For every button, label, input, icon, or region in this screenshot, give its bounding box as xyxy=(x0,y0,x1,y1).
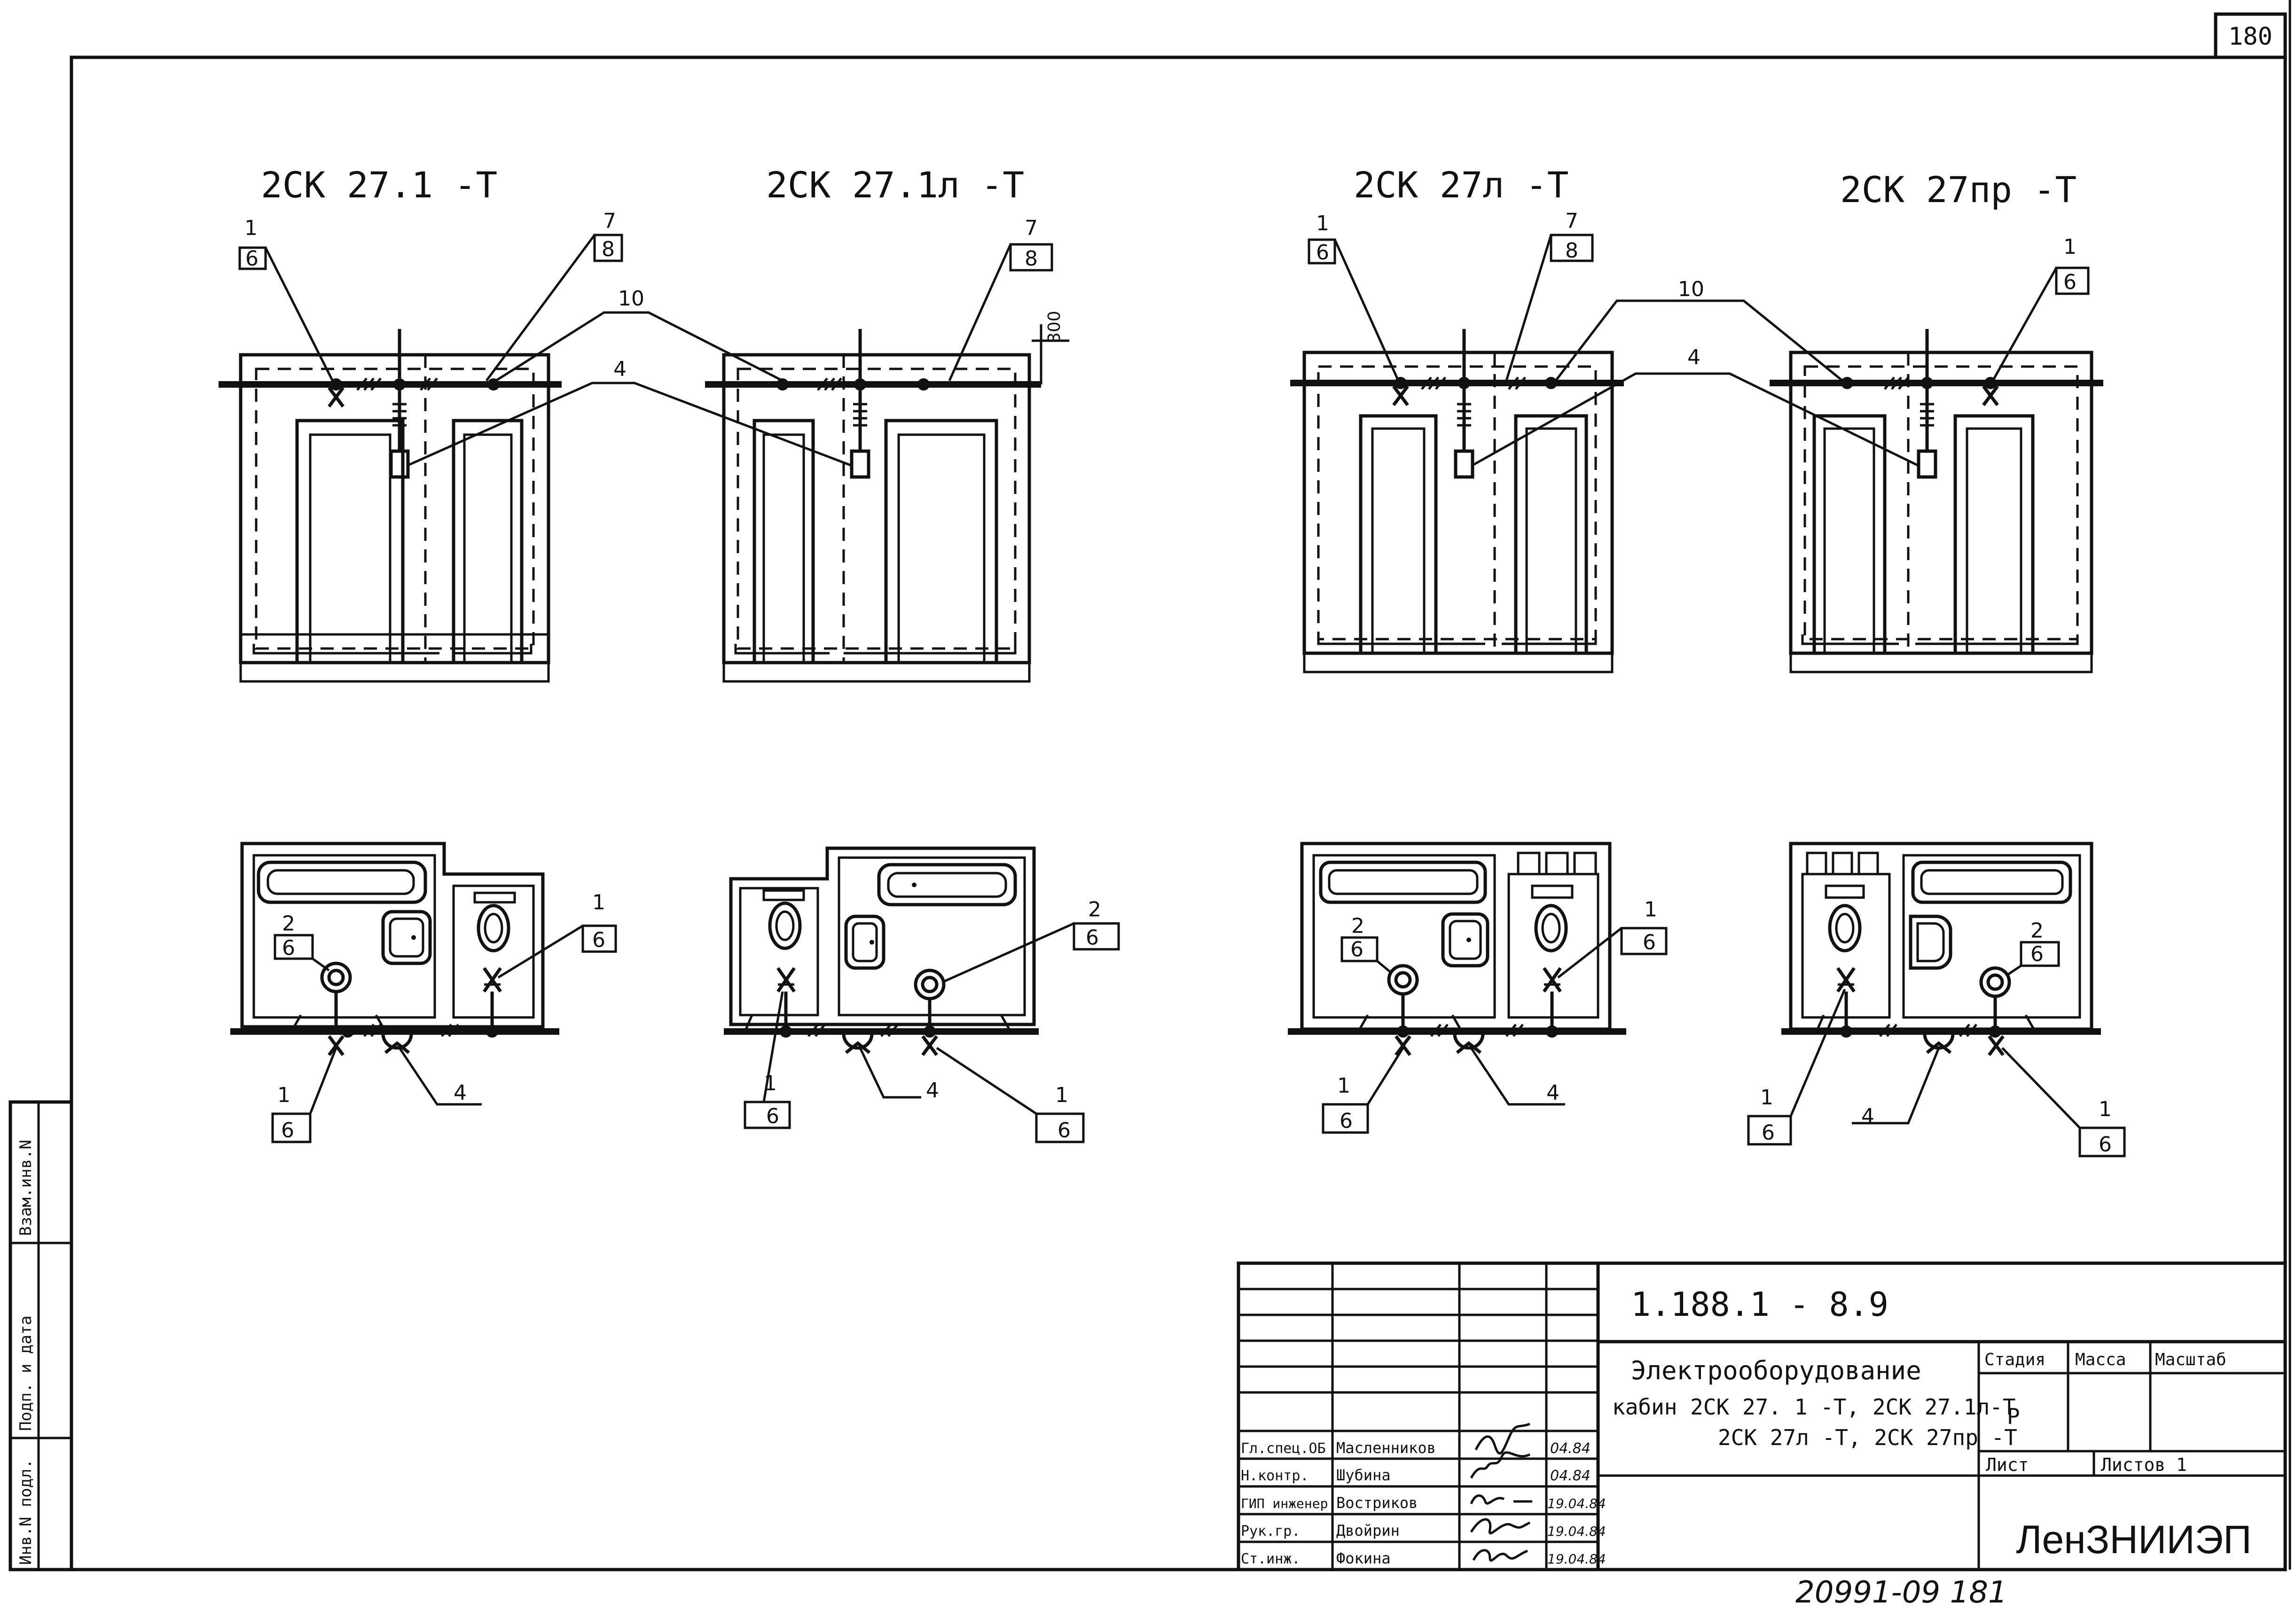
callout-num: 1 xyxy=(1644,898,1657,922)
elevation-title: 2СК 27л -Т xyxy=(1354,164,1569,206)
document-code: 1.188.1 - 8.9 xyxy=(1631,1285,1889,1324)
elevation-1: 2СК 27.1 -Т 1 6 7 8 xyxy=(219,164,623,683)
stage-value: Р xyxy=(2007,1404,2020,1429)
staff-name: Востриков xyxy=(1336,1494,1418,1512)
plan-2: 2 6 1 6 4 1 6 xyxy=(724,846,1120,1143)
callout-num: 1 xyxy=(1337,1074,1350,1098)
elevation-title: 2СК 27пр -Т xyxy=(1840,169,2077,211)
callout-den: 6 xyxy=(282,936,295,960)
callout-num: 1 xyxy=(592,891,605,914)
callout-den: 6 xyxy=(1350,938,1363,961)
sheet-number: 180 xyxy=(2228,23,2272,51)
callout-num: 7 xyxy=(1025,216,1038,240)
staff-date: 19.04.84 xyxy=(1547,1524,1606,1539)
callout-label-4: 4 xyxy=(613,357,627,381)
staff-date: 19.04.84 xyxy=(1547,1496,1606,1511)
callout-num: 1 xyxy=(1055,1083,1068,1107)
callout-label-4: 4 xyxy=(926,1079,939,1102)
callout-den: 6 xyxy=(592,928,605,952)
binding-strip: Инв.N подл. Подп. и дата Взам.инв.N xyxy=(8,1100,73,1571)
col-header-scale: Масштаб xyxy=(2155,1350,2226,1369)
callout-den: 6 xyxy=(281,1118,294,1142)
callout-label-4: 4 xyxy=(1861,1104,1874,1128)
callout-num: 1 xyxy=(1760,1086,1773,1110)
callout-10-right: 10 xyxy=(1555,277,1843,382)
callout-label-4: 4 xyxy=(1687,345,1700,369)
plan-4: 2 6 1 6 4 1 6 xyxy=(1747,842,2126,1157)
callout-10-left: 10 xyxy=(495,287,784,382)
elevation-3: 2СК 27л -Т 1 6 7 8 xyxy=(1290,164,1624,673)
title-line-2: кабин 2СК 27. 1 -Т, 2СК 27.1л-Т xyxy=(1612,1394,2016,1420)
callout-den: 6 xyxy=(2030,942,2044,966)
callout-den: 8 xyxy=(1025,247,1038,271)
drawing-frame xyxy=(70,55,2287,1571)
callout-den: 6 xyxy=(1340,1109,1353,1133)
staff-role: Рук.гр. xyxy=(1241,1523,1300,1540)
strip-cell-inv: Инв.N подл. xyxy=(16,1459,35,1565)
callout-den: 6 xyxy=(1086,926,1099,950)
title-line-1: Электрооборудование xyxy=(1631,1356,1921,1385)
staff-role: Н.контр. xyxy=(1241,1468,1309,1484)
sheet-label: Лист xyxy=(1986,1454,2029,1475)
staff-date: 04.84 xyxy=(1550,1468,1591,1484)
callout-den: 6 xyxy=(766,1104,779,1128)
col-header-stage: Стадия xyxy=(1984,1350,2045,1369)
organization: ЛенЗНИИЭП xyxy=(2016,1517,2251,1562)
callout-den: 6 xyxy=(1643,930,1656,954)
callout-den: 6 xyxy=(1058,1118,1071,1142)
staff-role: ГИП инженер xyxy=(1241,1496,1328,1511)
callout-den: 6 xyxy=(1762,1121,1775,1145)
plan-3: 2 6 1 6 1 6 4 xyxy=(1288,842,1668,1134)
elevation-title: 2СК 27.1л -Т xyxy=(766,164,1024,206)
callout-num: 1 xyxy=(2063,235,2077,259)
strip-cell-swap: Взам.инв.N xyxy=(16,1140,35,1236)
callout-den: 6 xyxy=(2099,1133,2112,1157)
title-block: 1.188.1 - 8.9 Электрооборудование кабин … xyxy=(1237,1261,2287,1571)
staff-name: Шубина xyxy=(1336,1466,1391,1484)
callout-num: 1 xyxy=(277,1083,290,1107)
callout-num: 7 xyxy=(1565,209,1578,233)
callout-num: 2 xyxy=(1351,914,1364,938)
plan-1: 2 6 1 6 1 6 4 xyxy=(230,842,617,1143)
callout-den: 6 xyxy=(2063,270,2077,294)
sheet-number-box: 180 xyxy=(2214,12,2287,59)
sheets-label: Листов 1 xyxy=(2101,1454,2187,1475)
col-header-mass: Масса xyxy=(2075,1350,2126,1369)
staff-date: 19.04.84 xyxy=(1547,1551,1606,1567)
elevation-4: 2СК 27пр -Т 1 6 xyxy=(1770,169,2103,673)
callout-den: 8 xyxy=(602,237,615,261)
elevation-title: 2СК 27.1 -Т xyxy=(261,164,497,206)
callout-label-4: 4 xyxy=(1546,1081,1559,1105)
staff-role: Гл.спец.ОБ xyxy=(1241,1440,1326,1457)
callout-label-10: 10 xyxy=(1678,277,1704,301)
callout-num: 7 xyxy=(603,209,616,233)
staff-date: 04.84 xyxy=(1550,1440,1591,1457)
callout-4-right: 4 xyxy=(1472,345,1919,467)
callout-num: 2 xyxy=(2030,919,2044,943)
staff-name: Фокина xyxy=(1336,1549,1391,1567)
callout-label-4: 4 xyxy=(454,1081,467,1105)
callout-label-10: 10 xyxy=(618,287,644,311)
callout-den: 8 xyxy=(1565,239,1578,263)
callout-num: 1 xyxy=(244,216,258,240)
signatures xyxy=(1470,1422,1532,1562)
callout-den: 6 xyxy=(245,247,259,271)
staff-name: Масленников xyxy=(1336,1439,1436,1457)
strip-cell-sign: Подп. и дата xyxy=(16,1315,35,1431)
elevation-2: 2СК 27.1л -Т 7 8 300 xyxy=(705,164,1069,683)
title-line-3: 2СК 27л -Т, 2СК 27пр -Т xyxy=(1718,1425,2017,1450)
callout-den: 6 xyxy=(1316,241,1329,265)
callout-num: 2 xyxy=(282,912,295,936)
callout-num: 1 xyxy=(1316,211,1329,235)
callout-num: 2 xyxy=(1088,898,1101,922)
dimension-300: 300 xyxy=(1045,311,1064,343)
callout-num: 1 xyxy=(2099,1097,2112,1121)
archive-number: 20991-09 181 xyxy=(1795,1575,2007,1610)
staff-role: Ст.инж. xyxy=(1241,1551,1300,1567)
staff-name: Двойрин xyxy=(1336,1522,1400,1540)
callout-4-left: 4 xyxy=(407,357,851,467)
